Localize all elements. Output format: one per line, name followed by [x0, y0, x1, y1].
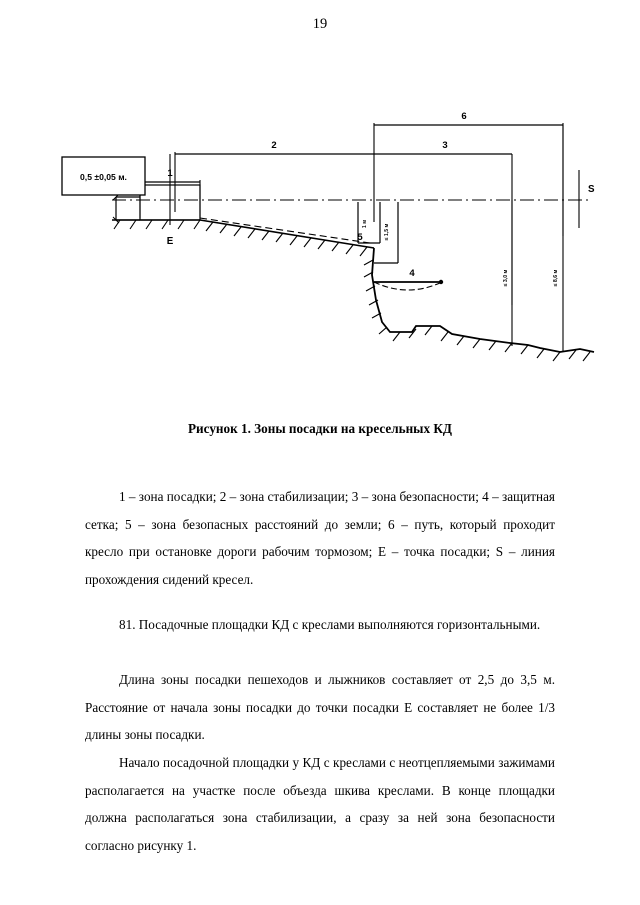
upper-terrain	[112, 219, 375, 257]
clause-start-paragraph: Начало посадочной площадки у КД с кресла…	[85, 755, 555, 853]
dimension-6: 6	[373, 111, 564, 236]
figure-svg: 6 2 3 1	[61, 111, 595, 362]
safety-distance-line	[199, 217, 371, 244]
platform-height-label: 0,5 ±0,05 м.	[80, 172, 127, 182]
safety-net: 4	[373, 268, 444, 291]
callout-5-label: 5	[357, 232, 363, 243]
legend-paragraph: 1 – зона посадки; 2 – зона стабилизации;…	[85, 489, 555, 587]
lower-terrain	[363, 247, 595, 362]
clearance-small-label: 1 м	[362, 220, 368, 228]
seat-line-S: S	[112, 170, 595, 228]
clause-81-paragraph: 81. Посадочные площадки КД с креслами вы…	[119, 617, 541, 633]
page-number: 19	[312, 16, 328, 32]
height-dimension-86m: ≤ 8,6 м	[553, 125, 564, 352]
dimension-2: 2	[174, 140, 374, 212]
height-eight-label: ≤ 8,6 м	[553, 269, 559, 286]
height-three-label: ≤ 3,0 м	[503, 269, 509, 286]
callout-4-label: 4	[409, 268, 415, 279]
seat-line-label: S	[588, 184, 595, 195]
clearance-dimensions: 1 м ≤ 1,5 м	[357, 202, 399, 264]
clause-length-paragraph: Длина зоны посадки пешеходов и лыжников …	[85, 672, 555, 743]
boarding-point-label: E	[167, 236, 174, 247]
figure-diagram: 6 2 3 1	[60, 100, 600, 390]
height-dimension-3m: ≤ 3,0 м	[503, 200, 513, 346]
callout-2-label: 2	[271, 140, 276, 151]
dimension-3: 3	[374, 140, 513, 305]
clearance-mid-label: ≤ 1,5 м	[384, 223, 390, 240]
figure-caption: Рисунок 1. Зоны посадки на кресельных КД	[187, 421, 452, 436]
boarding-point-E: E	[167, 154, 174, 247]
callout-3-label: 3	[442, 140, 447, 151]
callout-6-label: 6	[461, 111, 466, 122]
platform-height-callout: 0,5 ±0,05 м.	[61, 156, 146, 196]
